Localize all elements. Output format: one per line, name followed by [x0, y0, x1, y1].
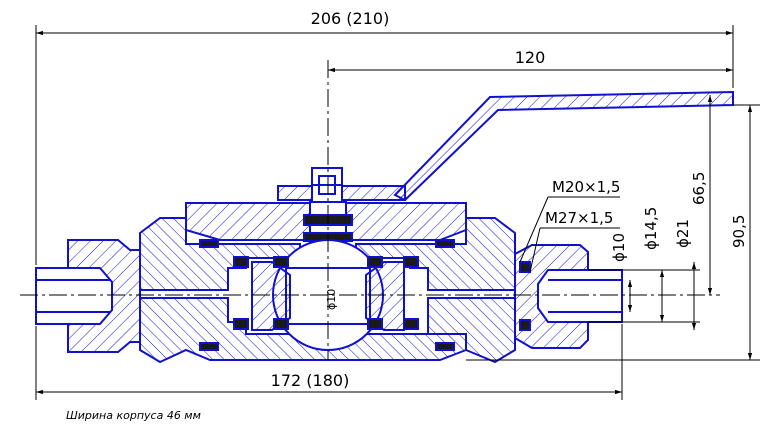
seat-left	[251, 261, 291, 331]
dim-diam-145: ϕ14,5	[642, 207, 660, 250]
dim-diam-21: ϕ21	[674, 219, 692, 248]
dim-height-665: 66,5	[690, 172, 708, 205]
dim-height-905: 90,5	[730, 215, 748, 248]
dim-handle-reach: 120	[515, 48, 546, 67]
dim-bore-pipe: ϕ10	[610, 233, 628, 262]
dim-overall-length: 206 (210)	[311, 9, 390, 28]
dim-body-length: 172 (180)	[271, 371, 350, 390]
dim-thread-outer: M27×1,5	[545, 209, 613, 227]
left-pipe	[35, 267, 113, 325]
dim-thread-inner: M20×1,5	[552, 178, 620, 196]
dim-bore-ball: ϕ10	[325, 289, 338, 310]
dimension-labels: 206 (210) 120 172 (180) M20×1,5 M27×1,5 …	[271, 9, 748, 390]
body-width-note: Ширина корпуса 46 мм	[66, 409, 201, 422]
right-pipe	[537, 269, 623, 323]
dimensions	[35, 25, 760, 400]
